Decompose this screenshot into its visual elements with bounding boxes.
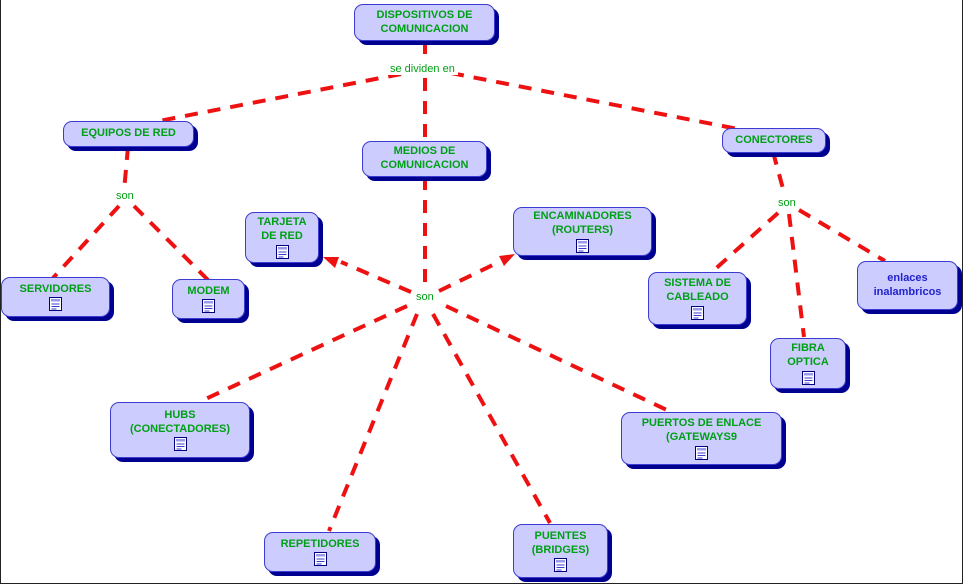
link-son-to-servidores xyxy=(51,204,121,280)
node-modem[interactable]: MODEM xyxy=(172,279,245,319)
resource-icon[interactable] xyxy=(554,558,567,572)
node-label: ENCAMINADORES (ROUTERS) xyxy=(533,210,632,236)
node-enlaces-inalambricos[interactable]: enlaces inalambricos xyxy=(857,261,958,310)
node-label: EQUIPOS DE RED xyxy=(81,127,176,140)
node-label: CONECTORES xyxy=(735,133,813,146)
node-repetidores[interactable]: REPETIDORES xyxy=(264,532,376,572)
node-sistema-de-cableado[interactable]: SISTEMA DE CABLEADO xyxy=(648,272,747,325)
node-hubs-conectadores[interactable]: HUBS (CONECTADORES) xyxy=(110,402,250,458)
node-label: SERVIDORES xyxy=(19,282,92,295)
node-label: HUBS (CONECTADORES) xyxy=(129,408,230,435)
node-label: DISPOSITIVOS DE COMUNICACION xyxy=(376,8,473,35)
link-son-to-fibra xyxy=(787,213,806,338)
node-label: TARJETA DE RED xyxy=(257,216,307,242)
link-label-se-dividen-en[interactable]: se dividen en xyxy=(387,63,458,75)
node-label: REPETIDORES xyxy=(280,537,360,550)
link-son-to-sistema xyxy=(711,211,780,273)
link-son-to-hubs xyxy=(198,304,408,404)
link-son-to-puentes xyxy=(431,313,552,524)
resource-icon[interactable] xyxy=(174,437,187,451)
node-fibra-optica[interactable]: FIBRA OPTICA xyxy=(770,338,846,389)
node-label: MODEM xyxy=(187,284,230,297)
node-encaminadores-routers[interactable]: ENCAMINADORES (ROUTERS) xyxy=(513,207,652,256)
node-label: PUENTES (BRIDGES) xyxy=(531,529,590,556)
link-conectores-to-son xyxy=(771,151,787,197)
resource-icon[interactable] xyxy=(276,245,289,259)
node-conectores[interactable]: CONECTORES xyxy=(722,128,826,153)
link-label-son-equipos[interactable]: son xyxy=(113,190,137,202)
link-son-to-enlaces xyxy=(797,208,887,263)
link-son-to-puertos xyxy=(445,304,670,413)
node-dispositivos-de-comunicacion[interactable]: DISPOSITIVOS DE COMUNICACION xyxy=(354,4,495,41)
resource-icon[interactable] xyxy=(695,446,708,460)
link-label-to-conectores xyxy=(450,71,744,132)
link-label-to-equipos xyxy=(158,72,402,123)
link-son-to-repetidores xyxy=(327,313,419,532)
link-son-to-modem xyxy=(132,204,210,282)
arrowhead-tarjeta xyxy=(323,257,339,268)
node-puentes-bridges[interactable]: PUENTES (BRIDGES) xyxy=(513,524,608,578)
resource-icon[interactable] xyxy=(576,239,589,253)
node-label: FIBRA OPTICA xyxy=(787,342,829,368)
node-medios-de-comunicacion[interactable]: MEDIOS DE COMUNICACION xyxy=(362,141,487,177)
node-label: MEDIOS DE COMUNICACION xyxy=(380,145,469,171)
resource-icon[interactable] xyxy=(49,297,62,311)
resource-icon[interactable] xyxy=(202,299,215,313)
node-label: PUERTOS DE ENLACE (GATEWAYS9 xyxy=(641,417,762,443)
arrowhead-encaminadores xyxy=(499,254,515,266)
node-puertos-de-enlace-gateways[interactable]: PUERTOS DE ENLACE (GATEWAYS9 xyxy=(621,412,782,465)
link-label-son-medios[interactable]: son xyxy=(413,291,437,303)
resource-icon[interactable] xyxy=(802,371,815,385)
node-servidores[interactable]: SERVIDORES xyxy=(1,277,110,317)
link-son-to-encaminadores xyxy=(438,259,502,293)
link-son-to-tarjeta xyxy=(340,260,412,294)
node-label: SISTEMA DE CABLEADO xyxy=(664,277,731,303)
node-tarjeta-de-red[interactable]: TARJETA DE RED xyxy=(245,212,319,263)
resource-icon[interactable] xyxy=(691,306,704,320)
resource-icon[interactable] xyxy=(314,552,327,566)
link-equipos-to-son xyxy=(122,146,130,192)
node-label: enlaces inalambricos xyxy=(873,271,942,298)
link-label-son-conectores[interactable]: son xyxy=(775,197,799,209)
node-equipos-de-red[interactable]: EQUIPOS DE RED xyxy=(63,121,194,147)
